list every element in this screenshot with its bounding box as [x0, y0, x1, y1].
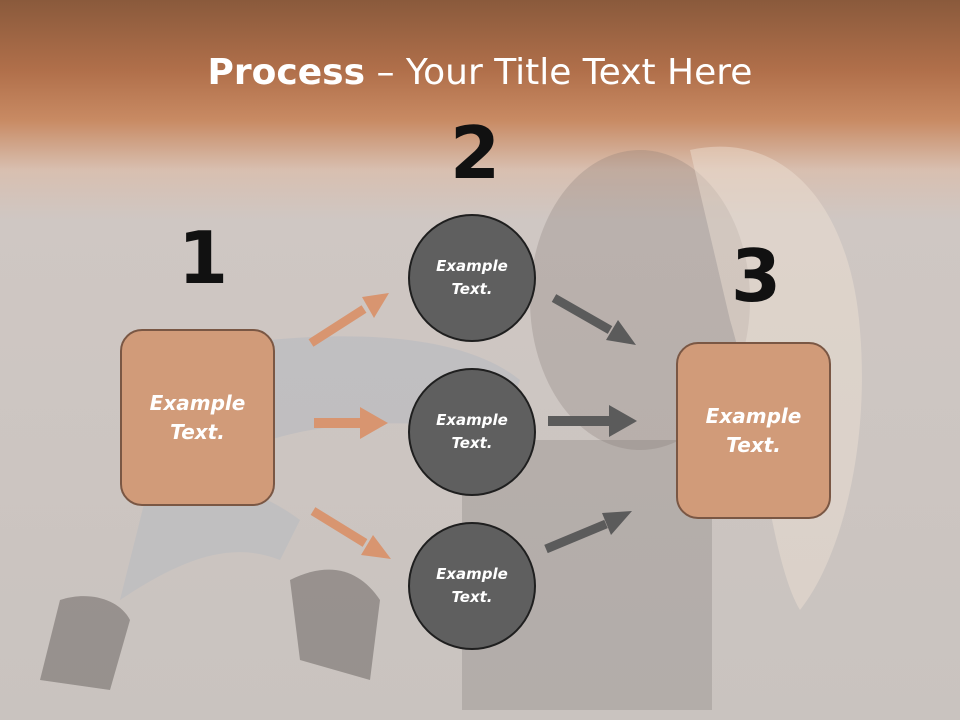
slide-title: Process – Your Title Text Here	[0, 52, 960, 93]
title-bold: Process	[207, 52, 366, 93]
arrow-circle-1-to-right	[551, 294, 636, 345]
process-circle-3: Example Text.	[408, 522, 536, 650]
process-box-left: Example Text.	[120, 329, 275, 506]
process-box-right: Example Text.	[676, 342, 831, 519]
arrow-circle-2-to-right	[548, 405, 637, 437]
process-circle-2: Example Text.	[408, 368, 536, 496]
arrow-left-to-circle-3	[310, 507, 391, 559]
arrow-left-to-circle-1	[308, 293, 389, 347]
step-number-1: 1	[178, 216, 229, 300]
step-number-3: 3	[731, 234, 782, 318]
arrow-circle-3-to-right	[544, 511, 632, 554]
step-number-2: 2	[450, 111, 501, 195]
arrow-left-to-circle-2	[314, 407, 388, 439]
title-rest: – Your Title Text Here	[365, 52, 753, 93]
process-circle-1: Example Text.	[408, 214, 536, 342]
